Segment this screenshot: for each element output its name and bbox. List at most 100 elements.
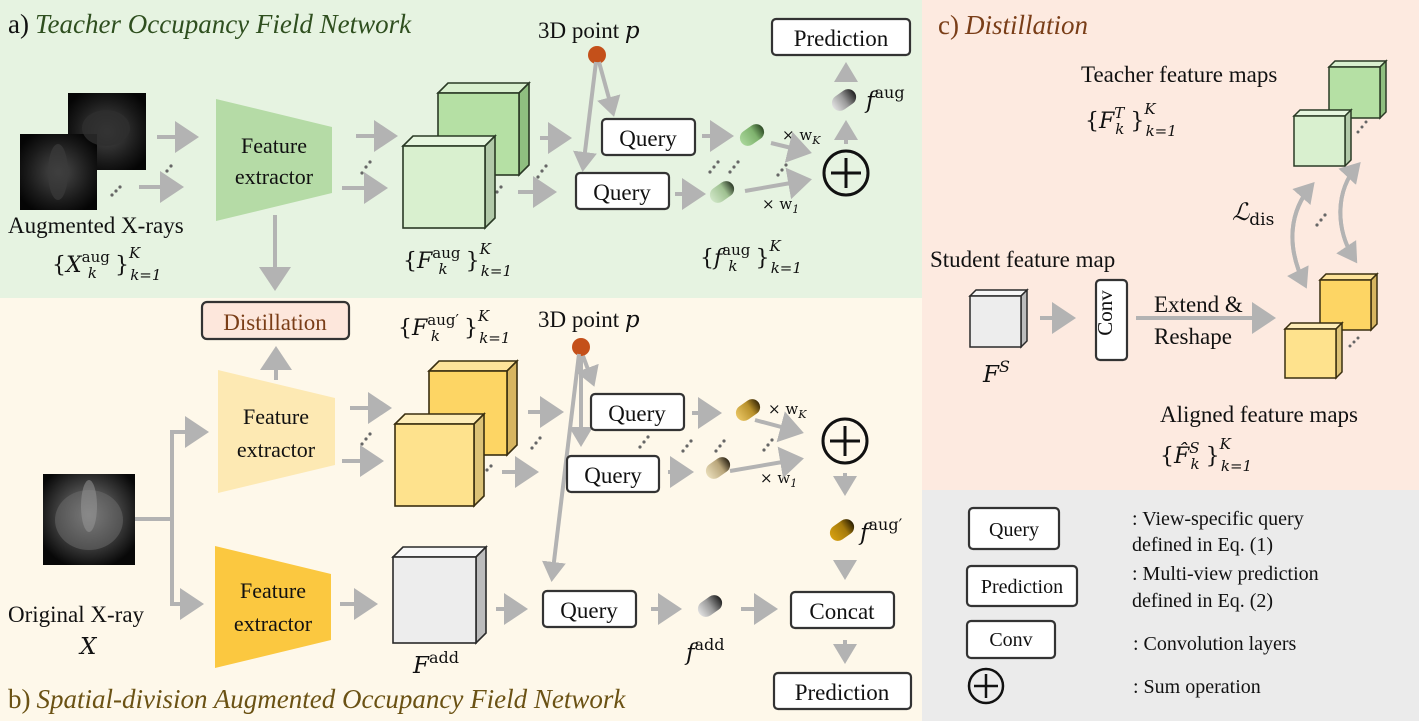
- extractor-label: Feature: [240, 578, 306, 603]
- student-query-top: Query: [589, 392, 686, 432]
- svg-text:Conv: Conv: [1093, 290, 1117, 336]
- student-feature-extractor-light: [218, 370, 335, 493]
- arrow: [729, 446, 804, 479]
- teacher-point-label: 3D point p: [538, 18, 640, 44]
- extractor-label: extractor: [234, 611, 313, 636]
- svg-text:: Convolution layers: : Convolution layers: [1133, 633, 1297, 655]
- student-prediction-box: Prediction: [772, 671, 913, 711]
- teacher-3d-point: [588, 46, 606, 64]
- loss-arrow: [1338, 162, 1361, 262]
- arrow: [597, 61, 621, 117]
- arrow: [542, 353, 581, 582]
- teacher-map-cube-back: [1327, 59, 1388, 120]
- student-map-label: Student feature map: [930, 247, 1115, 272]
- augmented-xrays-label: Augmented X-rays: [8, 213, 184, 238]
- ellipsis-dots: [776, 163, 788, 177]
- ellipsis-dots: [1356, 120, 1368, 134]
- legend-item-sum: : Sum operation: [967, 667, 1261, 705]
- teacher-map-cube-front: [1292, 108, 1353, 168]
- arrow: [770, 131, 812, 163]
- ellipsis-dots: [485, 464, 493, 472]
- student-feature-extractor-strong: [215, 546, 331, 668]
- teacher-weight-bottom: × w1: [762, 195, 799, 216]
- svg-text:: Sum operation: : Sum operation: [1133, 676, 1261, 698]
- svg-text:Query: Query: [593, 180, 651, 205]
- extend-label: Extend &: [1154, 292, 1243, 317]
- student-3d-point: [572, 338, 590, 356]
- arrow: [170, 519, 204, 620]
- svg-text:: Multi-view prediction: : Multi-view prediction: [1132, 563, 1319, 585]
- student-vector-top-icon: [735, 399, 761, 421]
- teacher-query-bottom: Query: [574, 171, 671, 211]
- ellipsis-dots: [638, 435, 726, 453]
- svg-text:Distillation: Distillation: [223, 310, 327, 335]
- student-query-bottom: Query: [565, 454, 661, 494]
- arrow: [576, 355, 599, 387]
- legend-item-query: Query : View-specific query defined in E…: [967, 506, 1304, 556]
- student-feature-cube-front: [393, 412, 486, 508]
- teacher-fused-label: faug: [864, 83, 905, 114]
- extractor-label: Feature: [243, 404, 309, 429]
- arrow: [573, 61, 598, 172]
- ellipsis-dots: [495, 185, 503, 194]
- original-xray-var: X: [78, 634, 98, 660]
- aligned-map-cube-front: [1283, 321, 1344, 380]
- student-point-label: 3D point p: [538, 307, 640, 333]
- legend-item-prediction: Prediction : Multi-view prediction defin…: [965, 563, 1319, 612]
- svg-text:Conv: Conv: [989, 629, 1032, 651]
- original-xray-label: Original X-ray: [8, 602, 145, 627]
- ellipsis-dots: [762, 438, 774, 452]
- student-fused-label: faug′: [858, 515, 903, 546]
- ellipsis-dots: [708, 160, 740, 174]
- panel-c-title: c)Distillation: [938, 10, 1088, 40]
- svg-text:Prediction: Prediction: [981, 576, 1063, 598]
- teacher-prediction-box: Prediction: [770, 17, 912, 57]
- additional-vector-icon: [697, 595, 723, 617]
- svg-text:: View-specific query: : View-specific query: [1132, 508, 1304, 530]
- additional-vector-label: fadd: [684, 635, 725, 666]
- svg-text:defined in Eq. (2): defined in Eq. (2): [1132, 590, 1273, 612]
- panel-b-title: b)Spatial-division Augmented Occupancy F…: [8, 684, 626, 714]
- student-map-cube: [968, 288, 1029, 349]
- arrow: [754, 411, 804, 443]
- teacher-feature-cube-front: [401, 134, 497, 230]
- legend-item-conv: Conv : Convolution layers: [965, 619, 1297, 660]
- teacher-vector-bottom-icon: [709, 181, 735, 203]
- sum-icon: [967, 667, 1005, 705]
- additional-feature-label: Fadd: [412, 648, 459, 679]
- svg-text:Concat: Concat: [809, 599, 875, 624]
- panel-a-title: a)Teacher Occupancy Field Network: [8, 9, 412, 39]
- student-query-add: Query: [541, 589, 638, 629]
- additional-feature-cube: [391, 545, 488, 645]
- svg-text:Prediction: Prediction: [794, 26, 889, 51]
- augmented-xray-images: [20, 93, 146, 210]
- teacher-feature-extractor: [216, 99, 332, 221]
- teacher-maps-label: Teacher feature maps: [1081, 62, 1277, 87]
- svg-text:Prediction: Prediction: [795, 680, 890, 705]
- ellipsis-dots: [360, 160, 372, 175]
- svg-text:Query: Query: [560, 598, 618, 623]
- distillation-loss: ℒdis: [1232, 198, 1274, 230]
- svg-text:Query: Query: [608, 401, 666, 426]
- student-vector-bottom-icon: [705, 457, 731, 479]
- aligned-map-cube-back: [1318, 272, 1379, 332]
- extractor-label: Feature: [241, 133, 307, 158]
- ellipsis-dots: [536, 164, 548, 179]
- distillation-box: Distillation: [200, 300, 351, 341]
- loss-arrow: [1287, 183, 1314, 289]
- reshape-label: Reshape: [1154, 324, 1232, 349]
- student-fused-vector-icon: [829, 519, 855, 541]
- concat-box: Concat: [789, 590, 896, 630]
- teacher-vector-top-icon: [739, 124, 765, 146]
- student-sum-icon: [821, 417, 869, 465]
- legend: Query : View-specific query defined in E…: [965, 506, 1319, 705]
- teacher-query-top: Query: [600, 117, 697, 157]
- aligned-maps-label: Aligned feature maps: [1160, 402, 1358, 427]
